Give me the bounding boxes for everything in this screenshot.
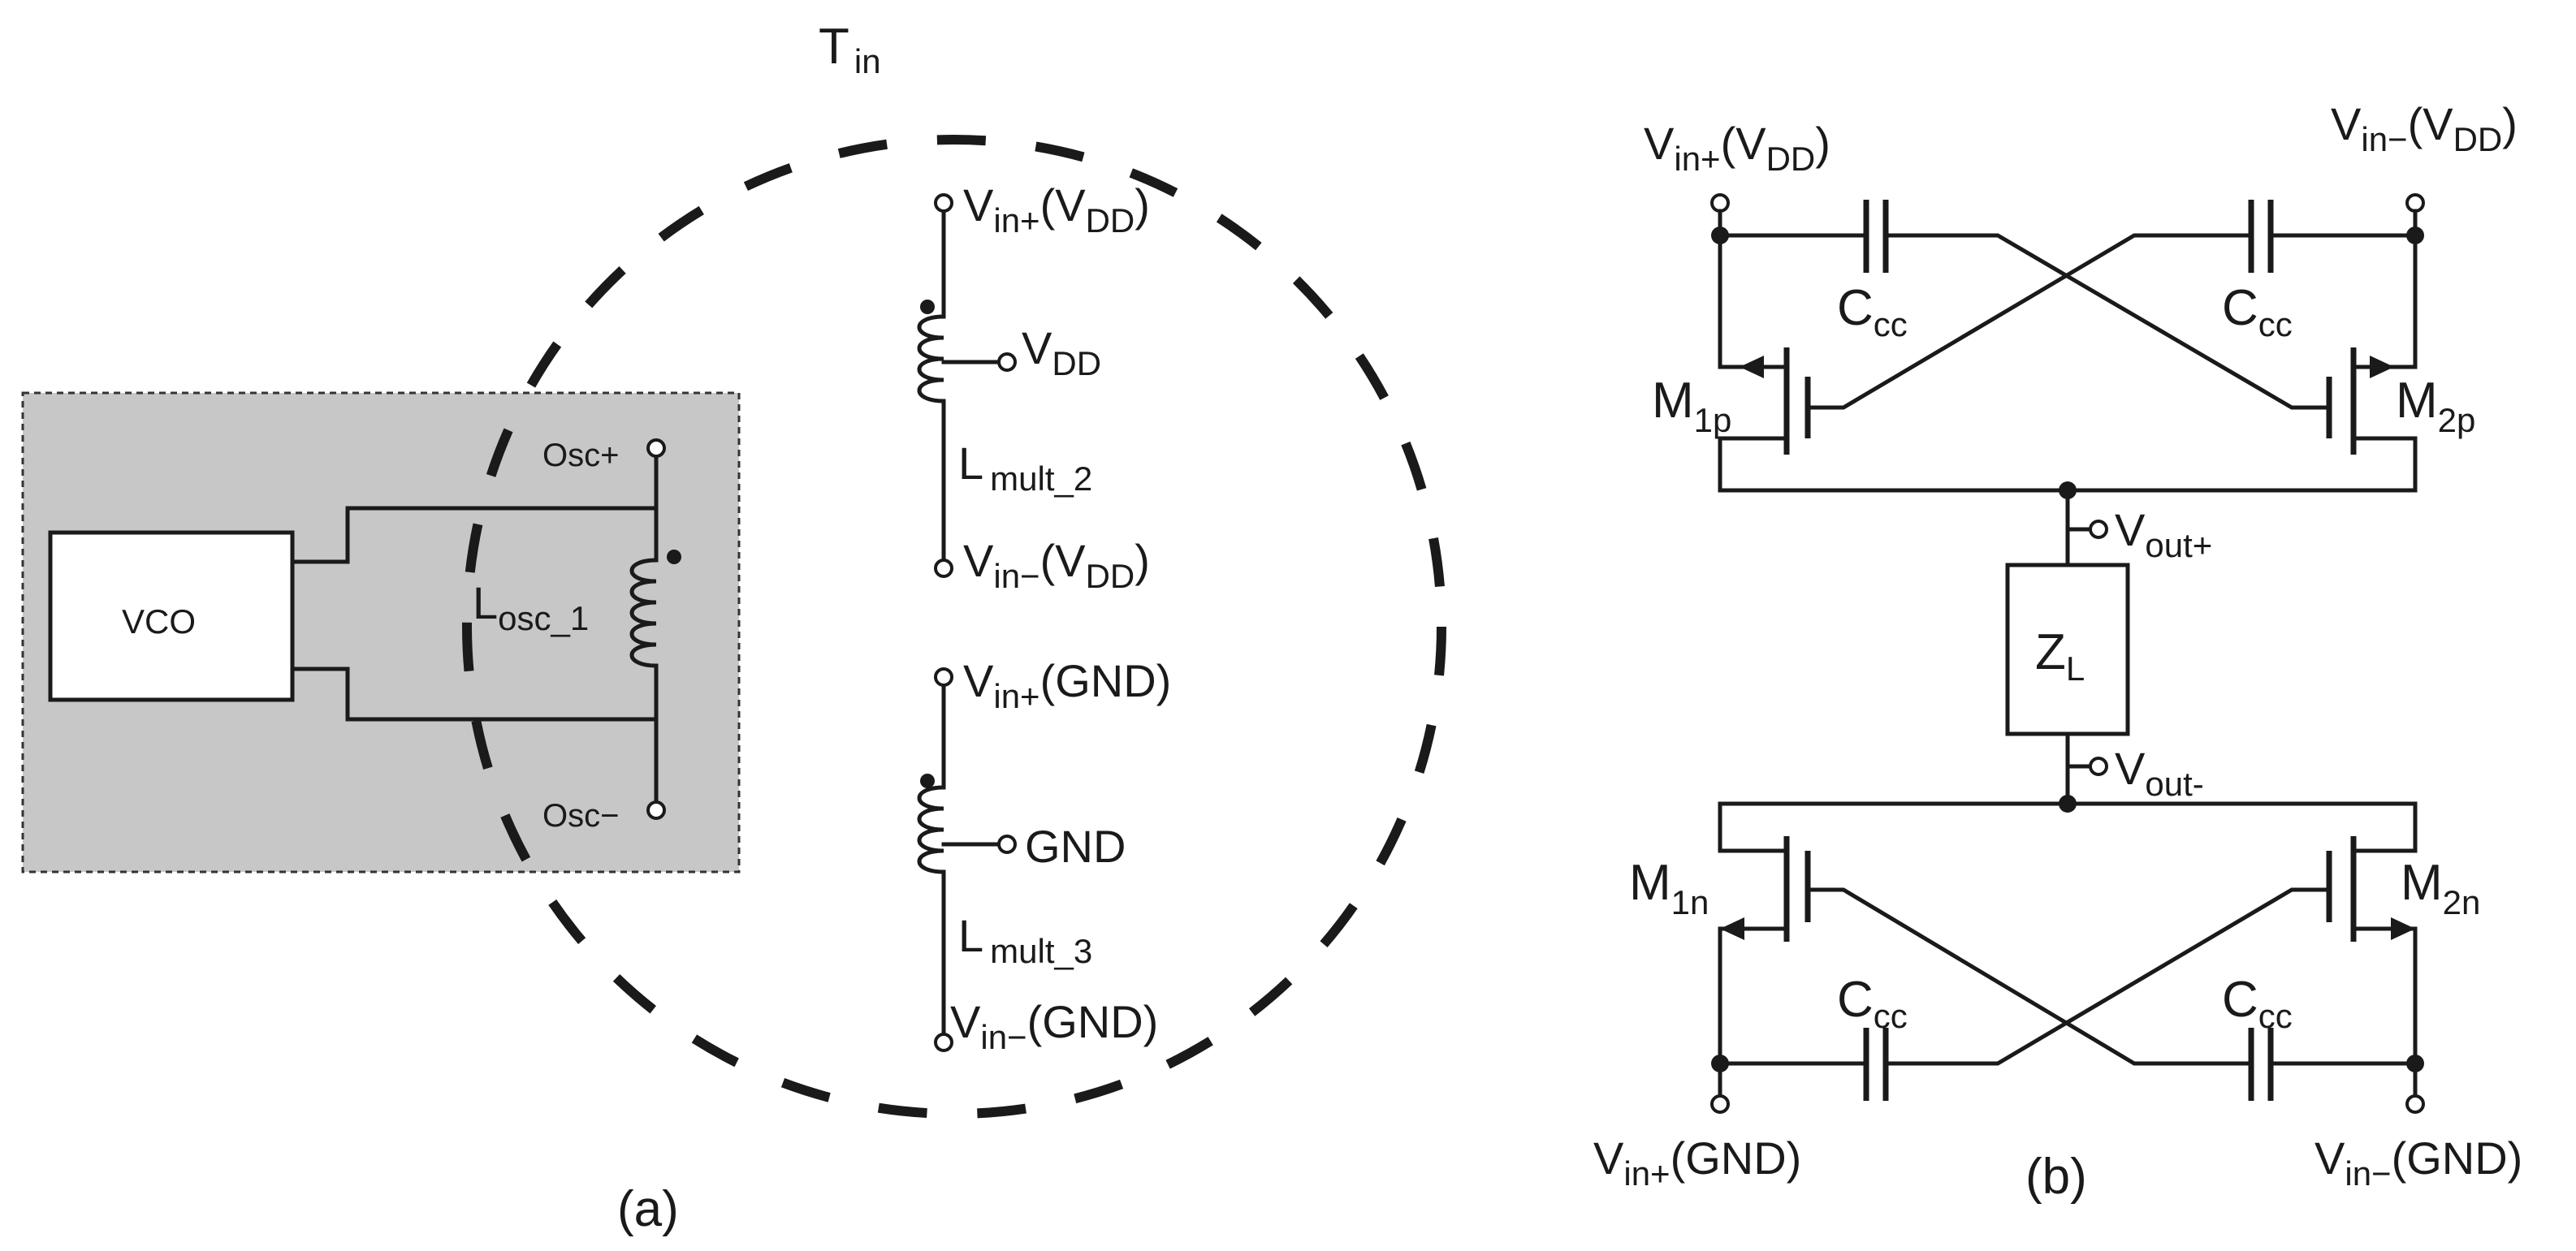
vout-minus-terminal xyxy=(2089,757,2108,776)
mult3-top-terminal xyxy=(934,667,953,687)
bottom-right-cross-wire xyxy=(1805,887,2254,1066)
vco-wire-bottom xyxy=(290,666,659,722)
m2n-transistor xyxy=(2326,801,2418,942)
mult3-bottom-label: Vin−(GND) xyxy=(950,996,1158,1056)
vco-wire-top xyxy=(290,506,659,564)
top-left-cap-label: Ccc xyxy=(1837,280,1908,343)
vout-plus-terminal xyxy=(2089,520,2108,539)
osc-minus-label: Osc− xyxy=(542,798,619,834)
l-osc-label: Losc_1 xyxy=(473,577,589,637)
vin-plus-gnd-terminal xyxy=(1710,1094,1730,1114)
osc-minus-terminal xyxy=(646,800,666,820)
m2n-label: M2n xyxy=(2401,855,2480,921)
mult2-bottom-label: Vin−(VDD) xyxy=(963,535,1150,595)
bottom-right-cap-label: Ccc xyxy=(2222,972,2293,1035)
mult3-coil xyxy=(917,785,946,874)
load-impedance-label: ZL xyxy=(2035,624,2085,688)
m1p-label: M1p xyxy=(1652,373,1731,439)
mult2-coil xyxy=(917,314,946,403)
mult2-tap-label: VDD xyxy=(1022,322,1101,382)
m1p-transistor xyxy=(1718,347,1811,493)
mult3-polarity-dot xyxy=(920,774,935,788)
mult2-polarity-dot xyxy=(920,300,935,314)
m2p-label: M2p xyxy=(2396,373,2475,439)
vco-label: VCO xyxy=(122,602,196,641)
top-right-cross-wire xyxy=(1805,233,2254,410)
panel-b-caption: (b) xyxy=(2025,1149,2087,1205)
mult2-bottom-terminal xyxy=(934,559,953,578)
osc-plus-terminal xyxy=(646,438,666,458)
top-right-cap-label: Ccc xyxy=(2222,280,2293,343)
mult2-top-label: Vin+(VDD) xyxy=(963,179,1150,239)
vin-minus-vdd-terminal xyxy=(2405,193,2425,213)
vin-minus-gnd-terminal xyxy=(2405,1094,2425,1114)
m1n-transistor xyxy=(1718,801,1811,942)
panel-a-caption: (a) xyxy=(617,1181,679,1237)
panel-b: Vin+(VDD) Vin−(VDD) Ccc Ccc M1p xyxy=(1593,98,2522,1205)
vout-plus-label: Vout+ xyxy=(2115,504,2212,564)
vin-plus-gnd-label: Vin+(GND) xyxy=(1593,1132,1801,1193)
vin-minus-vdd-label: Vin−(VDD) xyxy=(2331,98,2518,158)
osc-plus-label: Osc+ xyxy=(542,438,619,473)
vout-minus-label: Vout- xyxy=(2115,743,2204,803)
bottom-left-cap-label: Ccc xyxy=(1837,972,1908,1035)
mult3-bottom-terminal xyxy=(934,1033,953,1052)
vco-box xyxy=(48,530,295,702)
mult2-top-terminal xyxy=(934,193,953,213)
mult3-tap-label: GND xyxy=(1025,821,1126,872)
vin-plus-vdd-label: Vin+(VDD) xyxy=(1644,118,1830,178)
l-osc-coil xyxy=(629,558,659,668)
bottom-left-cross-wire xyxy=(1883,887,2332,1066)
l-osc-polarity-dot xyxy=(667,550,681,564)
mult3-top-label: Vin+(GND) xyxy=(963,655,1171,715)
transformer-boundary xyxy=(462,135,1446,1119)
vin-minus-gnd-label: Vin−(GND) xyxy=(2315,1132,2522,1193)
mult2-tap-terminal xyxy=(997,352,1017,372)
vin-plus-vdd-terminal xyxy=(1710,193,1730,213)
m1n-label: M1n xyxy=(1629,855,1709,921)
top-left-cross-wire xyxy=(1883,233,2332,410)
mult3-tap-terminal xyxy=(997,835,1017,854)
m2p-transistor xyxy=(2326,347,2418,493)
